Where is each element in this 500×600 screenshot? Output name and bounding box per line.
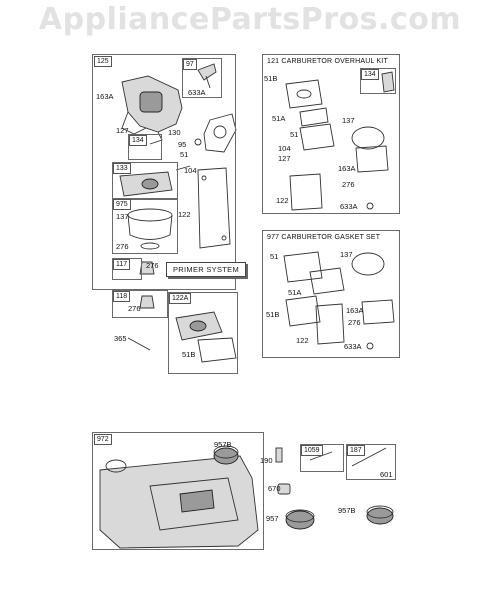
gasket-set-title: 977 CARBURETOR GASKET SET bbox=[267, 234, 381, 241]
primer-system-button[interactable]: PRIMER SYSTEM bbox=[166, 262, 246, 277]
part-box-975 bbox=[112, 198, 178, 254]
label-633a: 633A bbox=[188, 88, 206, 97]
label-137-set: 137 bbox=[340, 250, 353, 259]
watermark-text: AppliancePartsPros.com bbox=[38, 2, 462, 37]
part-box-133 bbox=[112, 162, 178, 200]
blower-housing-box bbox=[92, 432, 264, 550]
label-163a-kit: 163A bbox=[338, 164, 356, 173]
overhaul-kit-title: 121 CARBURETOR OVERHAUL KIT bbox=[267, 58, 388, 65]
label-276-kit: 276 bbox=[342, 180, 355, 189]
gasket-part[interactable] bbox=[203, 113, 237, 153]
box-label-125: 125 bbox=[94, 56, 112, 67]
washer-part[interactable] bbox=[194, 138, 202, 146]
fuel-cap-plain-part[interactable] bbox=[285, 509, 315, 530]
part-box-1059 bbox=[300, 444, 344, 472]
box-label-187: 187 bbox=[347, 445, 365, 456]
part-box-187 bbox=[346, 444, 396, 480]
label-601: 601 bbox=[380, 470, 393, 479]
rod-part[interactable] bbox=[351, 447, 387, 467]
box-label-133: 133 bbox=[113, 163, 131, 174]
label-51b-set: 51B bbox=[266, 310, 280, 319]
label-276-b: 276 bbox=[146, 261, 159, 270]
spacer-part[interactable] bbox=[175, 311, 237, 363]
blower-housing-part[interactable] bbox=[99, 455, 259, 549]
box-label-975: 975 bbox=[113, 199, 131, 210]
pin-part[interactable] bbox=[175, 165, 191, 171]
label-122-kit: 122 bbox=[276, 196, 289, 205]
part-box-134-kit bbox=[360, 68, 396, 94]
label-365: 365 bbox=[114, 334, 127, 343]
box-label-122a: 122A bbox=[169, 293, 192, 304]
label-670: 670 bbox=[268, 484, 281, 493]
carburetor-group-box bbox=[92, 54, 236, 290]
gasket-set-parts bbox=[283, 251, 395, 350]
label-163a: 163A bbox=[96, 92, 114, 101]
box-label-117: 117 bbox=[113, 259, 131, 270]
fuel-cap-part[interactable] bbox=[213, 445, 239, 465]
label-51a-kit: 51A bbox=[272, 114, 286, 123]
float-bowl-part[interactable] bbox=[127, 208, 173, 250]
gasket-set-box bbox=[262, 230, 400, 358]
part-box-118 bbox=[112, 290, 168, 318]
label-163a-set: 163A bbox=[346, 306, 364, 315]
part-box-122a bbox=[168, 292, 238, 374]
plate-gasket-part[interactable] bbox=[197, 167, 231, 249]
label-633a-kit: 633A bbox=[340, 202, 358, 211]
label-104-kit: 104 bbox=[278, 144, 291, 153]
label-122-set: 122 bbox=[296, 336, 309, 345]
label-276-c: 276 bbox=[128, 304, 141, 313]
label-130: 130 bbox=[168, 128, 181, 137]
primer-bulb-part[interactable] bbox=[119, 171, 173, 197]
label-127-kit: 127 bbox=[278, 154, 291, 163]
carburetor-part[interactable] bbox=[121, 75, 183, 145]
box-label-1059: 1059 bbox=[301, 445, 323, 456]
pin-part-2[interactable] bbox=[309, 451, 333, 461]
part-box-97 bbox=[182, 58, 222, 98]
box-label-97: 97 bbox=[183, 59, 197, 70]
label-122: 122 bbox=[178, 210, 191, 219]
fitting-part[interactable] bbox=[139, 295, 155, 309]
label-51b-kit: 51B bbox=[264, 74, 278, 83]
box-label-972: 972 bbox=[94, 434, 112, 445]
label-957: 957 bbox=[266, 514, 279, 523]
overhaul-kit-parts bbox=[285, 71, 395, 211]
label-51b: 51B bbox=[182, 350, 196, 359]
box-label-118: 118 bbox=[113, 291, 131, 302]
label-276: 276 bbox=[116, 242, 129, 251]
label-104: 104 bbox=[184, 166, 197, 175]
label-137: 137 bbox=[116, 212, 129, 221]
label-51: 51 bbox=[180, 150, 189, 159]
fuel-cap-part-2[interactable] bbox=[366, 505, 394, 525]
label-957b: 957B bbox=[214, 440, 232, 449]
label-633a-set: 633A bbox=[344, 342, 362, 351]
primer-part[interactable] bbox=[139, 261, 155, 275]
label-957b-2: 957B bbox=[338, 506, 356, 515]
part-box-134 bbox=[128, 134, 162, 160]
screw-part[interactable] bbox=[197, 63, 217, 89]
bushing-part[interactable] bbox=[277, 483, 291, 495]
box-label-134: 134 bbox=[129, 135, 147, 146]
label-276-set: 276 bbox=[348, 318, 361, 327]
box-label-134-kit: 134 bbox=[361, 69, 379, 80]
label-127: 127 bbox=[116, 126, 129, 135]
label-137-kit: 137 bbox=[342, 116, 355, 125]
label-95: 95 bbox=[178, 140, 187, 149]
overhaul-kit-box bbox=[262, 54, 400, 214]
bolt-part[interactable] bbox=[127, 337, 151, 351]
label-51-kit: 51 bbox=[290, 130, 299, 139]
label-51a-set: 51A bbox=[288, 288, 302, 297]
part-box-117 bbox=[112, 258, 142, 280]
label-190: 190 bbox=[260, 456, 273, 465]
plug-part[interactable] bbox=[275, 447, 283, 463]
label-51-set: 51 bbox=[270, 252, 279, 261]
